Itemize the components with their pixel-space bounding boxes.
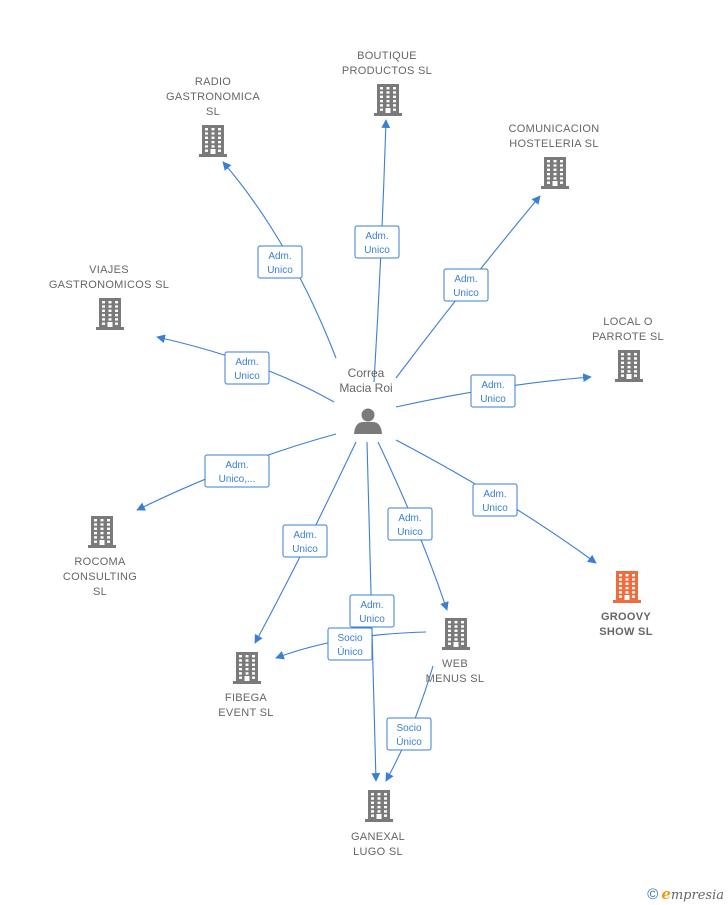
- building-icon: [365, 790, 393, 822]
- edge-label-text: Socio: [337, 633, 362, 644]
- company-label: COMUNICACION: [509, 123, 600, 135]
- company-label: WEB: [442, 658, 468, 670]
- edge-label-text: Unico: [482, 503, 508, 514]
- edge-label-text: Unico: [397, 527, 423, 538]
- node-boutique[interactable]: BOUTIQUE PRODUCTOS SL: [342, 50, 432, 116]
- edge-label-text: Unico: [480, 394, 506, 405]
- edge-label-text: Adm.: [225, 460, 248, 471]
- edge-label-text: Adm.: [293, 530, 316, 541]
- edge-label-text: Unico: [234, 371, 260, 382]
- company-label: LUGO SL: [353, 846, 403, 858]
- building-icon: [541, 157, 569, 189]
- building-icon: [96, 298, 124, 330]
- edge-label-box: [327, 627, 373, 661]
- edge-label-text: Adm.: [483, 489, 506, 500]
- node-web[interactable]: WEB MENUS SL: [426, 618, 485, 685]
- company-label: HOSTELERIA SL: [509, 138, 599, 150]
- edge-label-text: Único: [396, 735, 422, 748]
- building-icon: [199, 125, 227, 157]
- edge-label-person-to-radio[interactable]: Adm. Unico: [257, 245, 303, 279]
- company-label: GANEXAL: [351, 831, 405, 843]
- edge-label-box: [354, 225, 400, 259]
- edge-label-person-to-local[interactable]: Adm. Unico: [470, 374, 516, 408]
- edge-label-text: Único: [337, 645, 363, 658]
- company-label: SL: [93, 586, 107, 598]
- company-label: FIBEGA: [225, 692, 268, 704]
- company-label: GASTRONOMICA: [166, 91, 260, 103]
- edge-label-text: Unico,...: [219, 474, 256, 485]
- edge-label-text: Unico: [267, 265, 293, 276]
- edge-label-box: [282, 524, 328, 558]
- edge-label-person-to-groovy[interactable]: Adm. Unico: [472, 483, 518, 517]
- company-label: RADIO: [195, 76, 231, 88]
- edge-label-person-to-viajes[interactable]: Adm. Unico: [224, 351, 270, 385]
- edge-label-text: Adm.: [268, 251, 291, 262]
- edge-label-text: Adm.: [481, 380, 504, 391]
- edge-label-box: [386, 717, 432, 751]
- building-icon: [233, 652, 261, 684]
- edge-label-box: [472, 483, 518, 517]
- company-label: SL: [206, 106, 220, 118]
- node-rocoma[interactable]: ROCOMA CONSULTING SL: [63, 516, 137, 598]
- person-icon: [354, 408, 382, 434]
- edge-label-person-to-fibega[interactable]: Adm. Unico: [282, 524, 328, 558]
- building-icon: [88, 516, 116, 548]
- edge-label-box: [387, 507, 433, 541]
- node-viajes[interactable]: VIAJES GASTRONOMICOS SL: [49, 264, 169, 330]
- edge-label-text: Adm.: [454, 274, 477, 285]
- company-label: EVENT SL: [218, 707, 273, 719]
- company-label: GROOVY: [601, 611, 651, 623]
- company-label: CONSULTING: [63, 571, 137, 583]
- relationship-graph: Adm.UnicoAdm.UnicoAdm.UnicoAdm.UnicoAdm.…: [49, 50, 664, 858]
- node-ganexal[interactable]: GANEXAL LUGO SL: [351, 790, 405, 858]
- edge-label-person-to-comunicacion[interactable]: Adm. Unico: [443, 268, 489, 302]
- edge-label-text: Unico: [364, 245, 390, 256]
- edge-label-person-to-ganexal[interactable]: Adm. Unico: [349, 594, 395, 628]
- edge-label-box: [204, 454, 270, 488]
- company-label: GASTRONOMICOS SL: [49, 279, 169, 291]
- edge-label-text: Adm.: [365, 231, 388, 242]
- edge-label-box: [257, 245, 303, 279]
- company-label: BOUTIQUE: [357, 50, 417, 62]
- edge-label-box: [224, 351, 270, 385]
- building-icon: [613, 571, 641, 603]
- building-icon: [615, 350, 643, 382]
- edge-label-person-to-web[interactable]: Adm. Unico: [387, 507, 433, 541]
- edge-label-text: Unico: [453, 288, 479, 299]
- edge-label-box: [470, 374, 516, 408]
- node-fibega[interactable]: FIBEGA EVENT SL: [218, 652, 273, 719]
- edge-label-text: Unico: [292, 544, 318, 555]
- company-label: PARROTE SL: [592, 331, 664, 343]
- node-local[interactable]: LOCAL O PARROTE SL: [592, 316, 664, 382]
- edge-label-text: Adm.: [235, 357, 258, 368]
- edge-label-text: Socio: [396, 723, 421, 734]
- person-name-label: Correa: [348, 366, 385, 380]
- edge-label-text: Unico: [359, 614, 385, 625]
- node-comunicacion[interactable]: COMUNICACION HOSTELERIA SL: [509, 123, 600, 189]
- node-radio[interactable]: RADIO GASTRONOMICA SL: [166, 76, 260, 157]
- edge-label-text: Adm.: [360, 600, 383, 611]
- copyright-icon: ©: [647, 886, 659, 903]
- building-icon: [442, 618, 470, 650]
- edge-label-box: [443, 268, 489, 302]
- edge-label-box: [349, 594, 395, 628]
- brand-logo: empresia: [661, 885, 724, 903]
- node-groovy[interactable]: GROOVY SHOW SL: [599, 571, 652, 638]
- company-label: VIAJES: [89, 264, 129, 276]
- footer-brand: ©empresia: [647, 885, 724, 903]
- building-icon: [374, 84, 402, 116]
- company-label: SHOW SL: [599, 626, 652, 638]
- company-label: ROCOMA: [74, 556, 126, 568]
- edge-label-person-to-boutique[interactable]: Adm. Unico: [354, 225, 400, 259]
- company-label: PRODUCTOS SL: [342, 65, 432, 77]
- company-label: MENUS SL: [426, 673, 485, 685]
- company-label: LOCAL O: [603, 316, 653, 328]
- person-name-label: Macia Roi: [339, 381, 392, 395]
- edge-label-person-to-rocoma[interactable]: Adm. Unico,...: [204, 454, 270, 488]
- edge-label-text: Adm.: [398, 513, 421, 524]
